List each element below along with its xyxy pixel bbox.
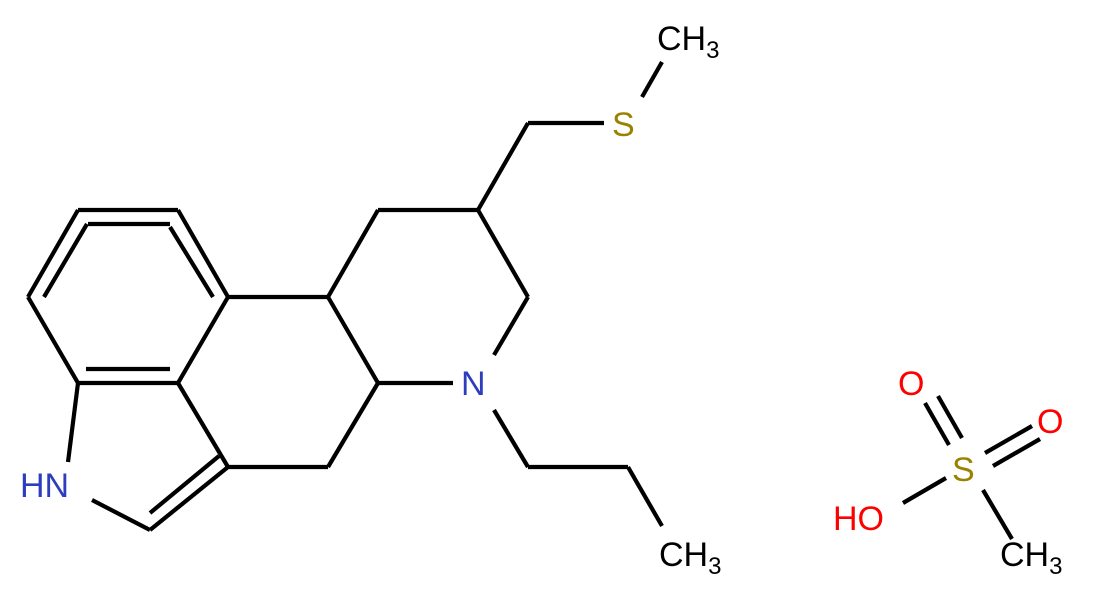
atom-label-s-sulfonic: S — [952, 451, 975, 489]
bond — [476, 208, 530, 299]
bond — [65, 382, 81, 463]
bond — [176, 208, 230, 299]
ch3-subscript: 3 — [708, 553, 721, 580]
atom-label-ch3-mesyl: CH3 — [1000, 536, 1062, 580]
bond-double-inner — [148, 454, 221, 515]
bond-s-o-double — [936, 394, 964, 440]
ch3-subscript: 3 — [706, 37, 719, 64]
bond — [176, 381, 230, 469]
bond — [492, 408, 530, 469]
mesylate-bonds — [901, 394, 1042, 541]
bond — [626, 465, 664, 528]
bond — [26, 295, 80, 385]
bond-double-inner — [168, 225, 215, 299]
bond-s-o-double — [923, 401, 951, 447]
bond — [176, 295, 230, 385]
ch3-text: CH — [659, 536, 708, 574]
atom-labels: HN N S CH3 CH3 O O HO S CH3 — [20, 20, 1063, 580]
bond-s-oh — [901, 476, 948, 505]
bond-double-inner — [42, 222, 89, 299]
atom-label-o-right: O — [1037, 403, 1063, 441]
main-molecule-bonds — [26, 60, 664, 532]
bond — [148, 465, 230, 532]
atom-label-hn: HN — [20, 467, 69, 505]
atom-label-ch3-propyl: CH3 — [659, 536, 721, 580]
atom-label-s: S — [612, 106, 635, 144]
ch3-subscript: 3 — [1049, 553, 1062, 580]
bond — [640, 60, 664, 99]
bond-s-c — [981, 488, 1014, 541]
bond — [326, 295, 380, 385]
ch3-text: CH — [1000, 536, 1049, 574]
atom-label-ch3-thio: CH3 — [657, 20, 719, 64]
ch3-text: CH — [657, 20, 706, 58]
atom-label-o-top: O — [898, 365, 924, 403]
bond — [476, 121, 530, 212]
bond — [26, 208, 80, 299]
atom-label-ho: HO — [833, 500, 884, 538]
bond — [492, 295, 530, 357]
bond-s-o-double — [991, 437, 1042, 468]
bond — [326, 208, 380, 299]
bond-s-o-double — [983, 424, 1034, 455]
bond — [91, 498, 151, 532]
atom-label-n: N — [461, 365, 486, 403]
bond — [326, 381, 380, 469]
